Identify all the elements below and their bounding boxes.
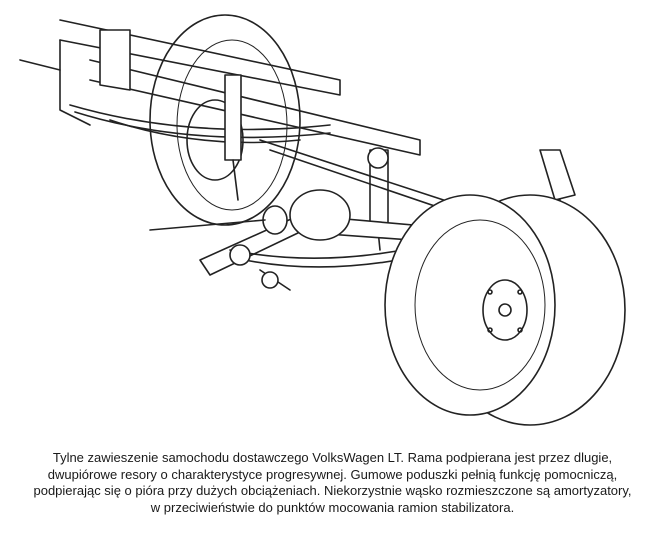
figure-caption: Tylne zawieszenie samochodu dostawczego … [0, 450, 665, 516]
caption-line: w przeciwieństwie do punktów mocowania r… [150, 499, 515, 515]
caption-line: podpierając się o pióra przy dużych obci… [33, 483, 632, 498]
suspension-drawing [19, 14, 626, 426]
leaf-spring-left [69, 104, 331, 144]
suspension-illustration [19, 14, 626, 426]
caption-line: dwupiórowe resory o charakterystyce prog… [47, 466, 618, 482]
frame [19, 19, 421, 156]
front-wheel [384, 194, 626, 426]
caption-line: Tylne zawieszenie samochodu dostawczego … [52, 450, 613, 465]
